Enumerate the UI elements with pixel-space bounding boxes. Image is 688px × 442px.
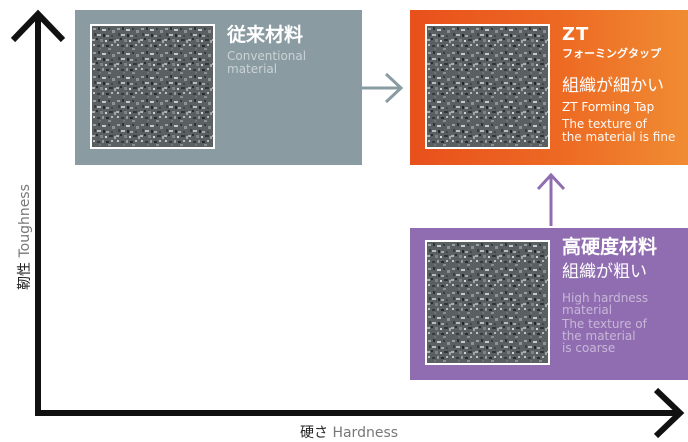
- conventional-title-en-2: material: [227, 62, 278, 76]
- x-axis-label: 硬さ Hardness: [300, 422, 398, 442]
- high-hardness-desc-jp: 組織が粗い: [562, 262, 647, 282]
- high-hardness-en-4: the material: [562, 329, 636, 343]
- material-texture-image: [90, 24, 215, 149]
- x-axis-arrowhead-icon: [653, 387, 685, 439]
- y-axis-arrowhead-icon: [10, 9, 66, 43]
- x-axis-label-en: Hardness: [332, 425, 399, 441]
- high-hardness-material-card: 高硬度材料 組織が粗い High hardness material The t…: [410, 228, 688, 380]
- zt-logo: ZT: [562, 24, 590, 45]
- zt-desc-en-1: The texture of: [562, 117, 647, 131]
- zt-forming-tap-card: ZT フォーミングタップ 組織が細かい ZT Forming Tap The t…: [410, 10, 688, 165]
- zt-desc-jp: 組織が細かい: [562, 76, 664, 96]
- y-axis-label-en: Toughness: [17, 184, 33, 258]
- zt-desc-en-2: the material is fine: [562, 130, 676, 144]
- high-hardness-en-5: is coarse: [562, 341, 616, 355]
- y-axis-label: 靭性 Toughness: [14, 184, 34, 290]
- zt-name-en: ZT Forming Tap: [562, 100, 655, 114]
- material-texture-image: [425, 240, 550, 365]
- zt-brand-jp: フォーミングタップ: [562, 47, 661, 60]
- conventional-title-jp: 従来材料: [227, 24, 304, 46]
- conventional-material-card: 従来材料 Conventional material: [75, 10, 362, 165]
- x-axis-label-jp: 硬さ: [300, 425, 328, 441]
- material-texture-image: [425, 24, 550, 149]
- high-hardness-title-jp: 高硬度材料: [562, 236, 658, 258]
- conventional-title-en-1: Conventional: [227, 49, 307, 63]
- arrow-up-icon: [536, 172, 566, 191]
- high-hardness-en-2: material: [562, 303, 613, 317]
- high-hardness-en-3: The texture of: [562, 317, 647, 331]
- y-axis-label-jp: 靭性: [17, 262, 33, 290]
- high-hardness-en-1: High hardness: [562, 291, 649, 305]
- arrow-right-icon: [384, 72, 404, 104]
